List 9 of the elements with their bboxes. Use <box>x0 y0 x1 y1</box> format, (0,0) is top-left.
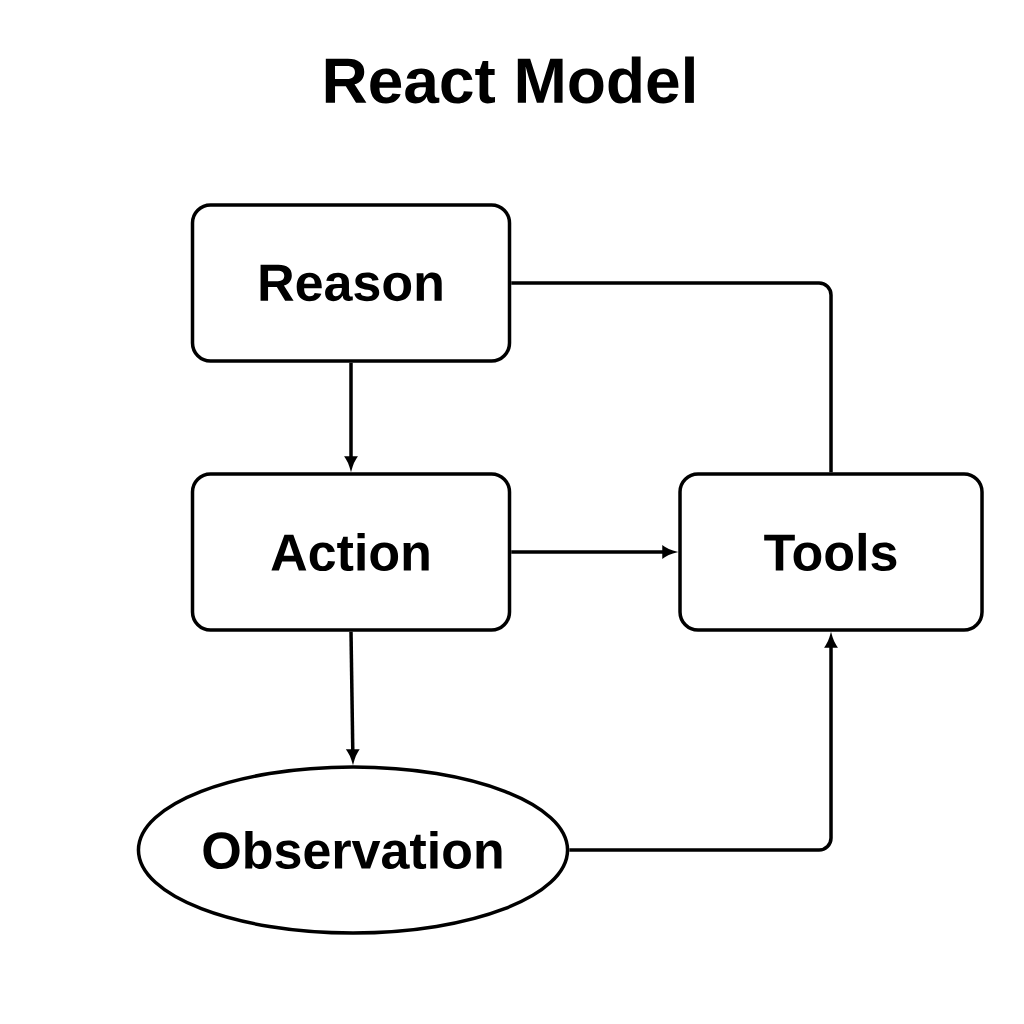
ellipse-node: Observation <box>136 765 570 935</box>
title: React Model <box>325 56 694 104</box>
process-box: Tools <box>678 472 984 632</box>
arrow <box>347 631 359 762</box>
process-box: Reason <box>190 203 512 363</box>
arrow <box>345 362 357 469</box>
arrow <box>511 546 675 558</box>
process-box: Action <box>190 472 512 632</box>
arrow <box>569 635 837 852</box>
